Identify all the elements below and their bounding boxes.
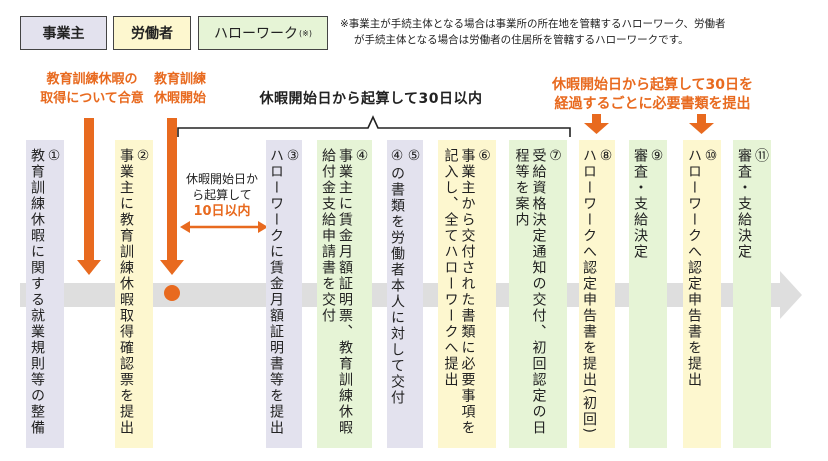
step-11: ⑪ 審査・支給決定	[733, 140, 771, 448]
step-5: ⑤ ④の書類を労働者本人に対して交付	[387, 140, 423, 448]
agreement-arrow-head	[77, 260, 101, 275]
step8-arrow-shaft	[592, 114, 601, 124]
footnote-line1: ※事業主が手続主体となる場合は事業所の所在地を管轄するハローワーク、労働者	[340, 18, 726, 30]
ten-day-arrow-right-head	[258, 221, 268, 233]
step-7-text: ⑦ 受給資格決定通知の交付、初回認定の日 程等を案内	[513, 148, 564, 436]
step-4-text: ④ 事業主に賃金月額証明票、教育訓練休暇 給付金支給申請書を交付	[320, 148, 370, 436]
step-11-text: ⑪ 審査・支給決定	[736, 148, 769, 260]
step-7: ⑦ 受給資格決定通知の交付、初回認定の日 程等を案内	[509, 140, 567, 448]
step-5-text: ⑤ ④の書類を労働者本人に対して交付	[389, 148, 422, 406]
leave-start-label: 教育訓練 休暇開始	[153, 72, 206, 106]
legend-worker-label: 労働者	[131, 26, 173, 42]
ten-day-label-emph: 10日以内	[193, 204, 251, 219]
step10-arrow-head	[689, 123, 714, 134]
step8-arrow-head	[584, 123, 609, 134]
step-9: ⑨ 審査・支給決定	[629, 140, 667, 448]
legend-worker: 労働者	[113, 16, 191, 50]
step-1-text: ① 教育訓練休暇に関する就業規則等の整備	[29, 148, 62, 436]
step-2: ② 事業主に教育訓練休暇取得確認票を提出	[115, 140, 153, 448]
ten-day-label: 休暇開始日か ら起算して 10日以内	[178, 171, 266, 220]
step-6: ⑥ 事業主から交付された書類に必要事項を 記入し、全てハローワークへ提出	[438, 140, 496, 448]
footnote-line2: が手続主体となる場合は労働者の住居所を管轄するハローワークです。	[354, 34, 689, 46]
step-8: ⑧ ハローワークへ認定申告書を提出(初回)	[579, 140, 615, 448]
ten-day-arrow-left-head	[180, 221, 190, 233]
period-brace	[177, 115, 571, 137]
leave-start-arrow-shaft	[167, 118, 177, 261]
legend-hellowork-label: ハローワーク	[214, 26, 299, 42]
step-9-text: ⑨ 審査・支給決定	[632, 148, 665, 260]
step-10: ⑩ ハローワークへ認定申告書を提出	[683, 140, 721, 448]
legend-hellowork-mark: (※)	[299, 28, 312, 38]
step10-arrow-shaft	[697, 114, 706, 124]
agreement-arrow-shaft	[84, 118, 94, 261]
legend-employer-label: 事業主	[42, 26, 85, 42]
step-3: ③ ハローワークに賃金月額証明書等を提出	[266, 140, 302, 448]
legend-employer: 事業主	[20, 16, 107, 50]
step-1: ① 教育訓練休暇に関する就業規則等の整備	[26, 140, 64, 448]
step-10-text: ⑩ ハローワークへ認定申告書を提出	[686, 148, 719, 388]
legend-hellowork: ハローワーク(※)	[198, 16, 328, 50]
timeline-arrow-tip	[780, 271, 802, 319]
step-4: ④ 事業主に賃金月額証明票、教育訓練休暇 給付金支給申請書を交付	[317, 140, 372, 448]
ten-day-label-text: 休暇開始日か ら起算して	[185, 172, 258, 202]
leave-start-dot	[164, 285, 180, 301]
step-8-text: ⑧ ハローワークへ認定申告書を提出(初回)	[581, 148, 614, 435]
step-6-text: ⑥ 事業主から交付された書類に必要事項を 記入し、全てハローワークへ提出	[442, 148, 493, 436]
agreement-label: 教育訓練休暇の 取得について合意	[40, 72, 144, 106]
step-2-text: ② 事業主に教育訓練休暇取得確認票を提出	[118, 148, 151, 436]
leave-start-arrow-head	[160, 260, 184, 275]
every-30-days-label: 休暇開始日から起算して30日を 経過するごとに必要書類を提出	[551, 77, 754, 112]
within-30-days-label: 休暇開始日から起算して30日以内	[259, 91, 483, 107]
footnote: ※事業主が手続主体となる場合は事業所の所在地を管轄するハローワーク、労働者 が手…	[340, 16, 825, 48]
step-3-text: ③ ハローワークに賃金月額証明書等を提出	[268, 148, 301, 436]
